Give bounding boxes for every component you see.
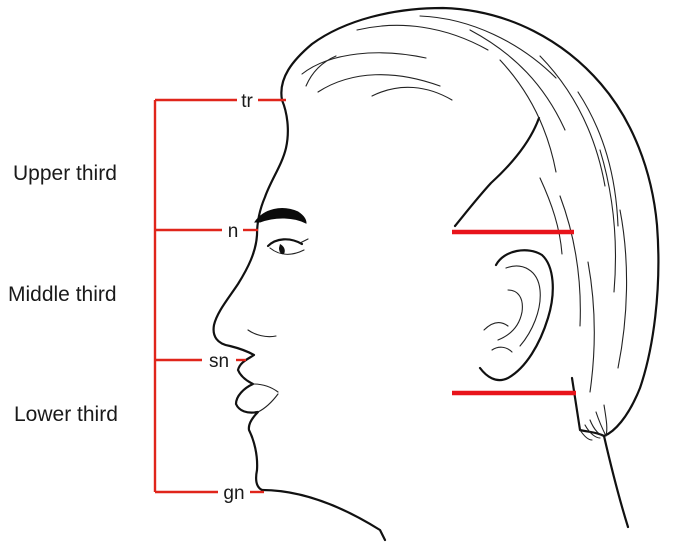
lips xyxy=(253,384,278,412)
measurement-bracket xyxy=(155,100,286,492)
ear xyxy=(480,250,553,380)
lower-third-label: Lower third xyxy=(14,403,118,426)
landmark-label-tr: tr xyxy=(241,91,253,112)
hair-strands xyxy=(302,16,627,392)
landmark-label-n: n xyxy=(228,221,239,242)
face-profile-line xyxy=(214,100,288,490)
landmark-label-sn: sn xyxy=(209,351,229,372)
nostril xyxy=(248,330,276,337)
hair-outline xyxy=(281,8,658,436)
eye xyxy=(268,239,308,254)
neck-front-line xyxy=(262,490,385,540)
head-profile-illustration xyxy=(214,8,659,540)
upper-third-label: Upper third xyxy=(13,162,117,185)
neck-back-line xyxy=(604,436,628,527)
hair-inner-line xyxy=(455,118,539,226)
eyebrow xyxy=(255,209,306,223)
landmark-label-gn: gn xyxy=(223,483,244,504)
middle-third-label: Middle third xyxy=(8,283,117,306)
